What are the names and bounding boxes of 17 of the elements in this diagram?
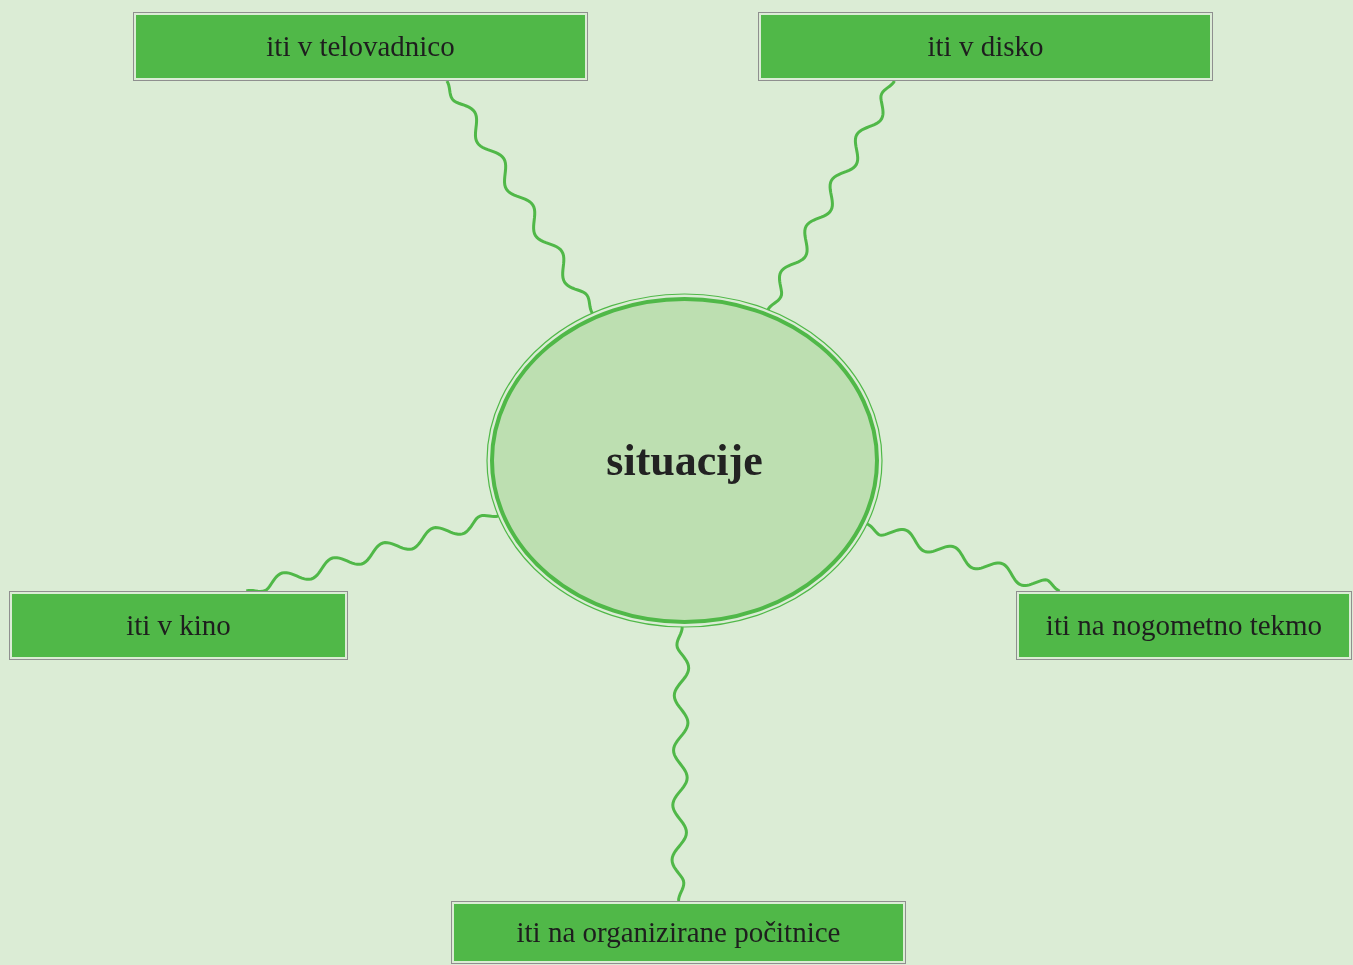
- topic-label: iti na organizirane počitnice: [516, 916, 841, 949]
- center-ellipse: [486, 293, 883, 628]
- wavy-connector: [246, 514, 499, 593]
- topic-box: [133, 12, 588, 81]
- topic-label: iti v kino: [126, 609, 231, 642]
- wavy-connector: [445, 80, 594, 314]
- topic-box: [9, 591, 348, 660]
- topic-label: iti v disko: [927, 30, 1044, 63]
- center-label: situacije: [606, 435, 763, 486]
- topic-box: [451, 901, 906, 964]
- wavy-connector: [766, 80, 896, 311]
- topic-label: iti v telovadnico: [266, 30, 455, 63]
- topic-box: [758, 12, 1213, 81]
- topic-label: iti na nogometno tekmo: [1045, 609, 1323, 642]
- wavy-connector: [670, 626, 691, 902]
- topic-box: [1016, 591, 1352, 660]
- wavy-connector: [866, 522, 1061, 593]
